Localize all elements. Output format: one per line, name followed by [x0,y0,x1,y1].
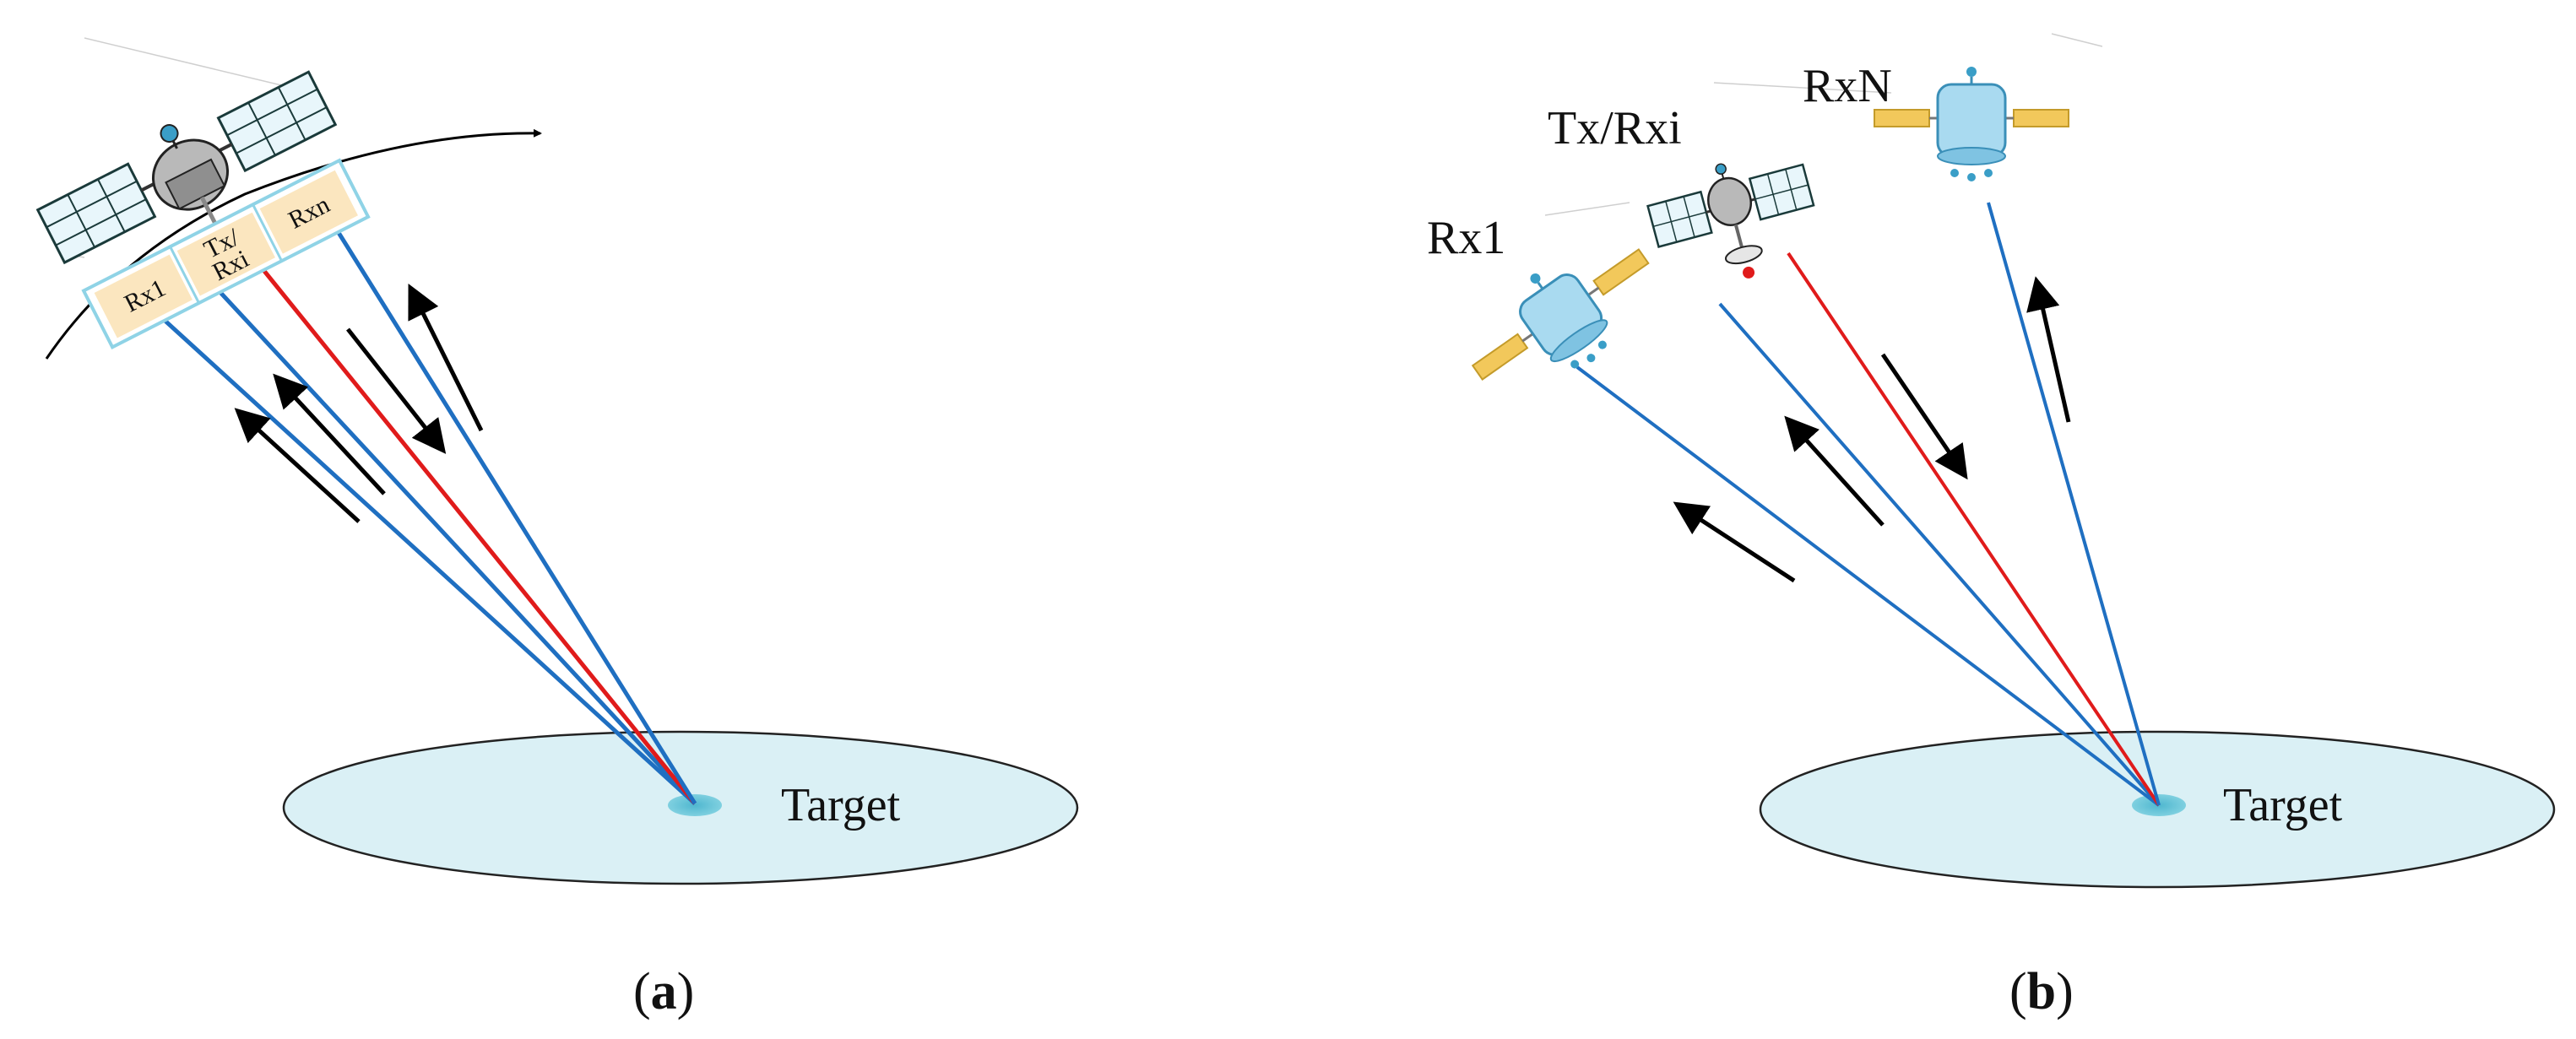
perspective-guide [1544,202,1630,216]
caption-b: (b) [2009,963,2074,1020]
target-label: Target [781,779,901,831]
target-spot [668,794,722,816]
arrow-echo-i [1784,415,1885,527]
solar-panel [1592,248,1650,296]
arrow-transmit [1880,353,1968,480]
solar-panel-right [1748,163,1815,221]
perspective-guide [84,37,296,89]
arrow-echo-1 [234,408,361,523]
satellite-a: Rx1 Tx/ Rxi Rxn [35,70,371,349]
perspective-guide [2051,33,2103,47]
satellite-rx1 [1471,248,1650,381]
transmit-beam [1787,252,2161,807]
antenna-rx1 [94,254,193,338]
panel-b: Target Rx1 [1427,33,2556,1020]
satellite-body [1936,83,2007,158]
solar-panel-right [216,70,338,173]
perspective-guide [1713,82,1892,94]
receive-beam-1 [159,315,697,805]
solar-panel [1471,333,1529,381]
arrow-echo-2 [273,373,386,495]
target-label: Target [2223,779,2343,831]
dish-antenna [1724,245,1763,265]
solar-panel [1874,109,1930,127]
receive-beam-1 [1575,365,2161,807]
panel-a: Target [35,37,1079,1020]
satellite-body [1707,176,1752,226]
arrow-echo-1 [1673,501,1796,583]
arrow-transmit [346,327,447,454]
antenna-txrx [176,212,275,296]
antenna-rxn [259,170,358,254]
receive-beam-i [1718,302,2161,807]
receive-beam-n [327,216,697,805]
arrow-echo-n [408,284,484,432]
solar-panel [2013,109,2069,127]
receive-beam-2 [214,285,697,805]
caption-a: (a) [633,963,694,1020]
arrow-echo-n [2026,276,2071,423]
solar-panel-left [1646,190,1713,248]
satellite-label-rx1: Rx1 [1427,212,1505,264]
satellite-label-rxn: RxN [1803,60,1892,112]
receive-beam-n [1987,202,2161,806]
satellite-rxn [1874,67,2069,181]
satellite-label-txrxi: Tx/Rxi [1548,102,1682,154]
transmit-beam [252,256,697,805]
solar-panel-left [35,162,157,265]
satellite-txrxi [1646,163,1815,279]
